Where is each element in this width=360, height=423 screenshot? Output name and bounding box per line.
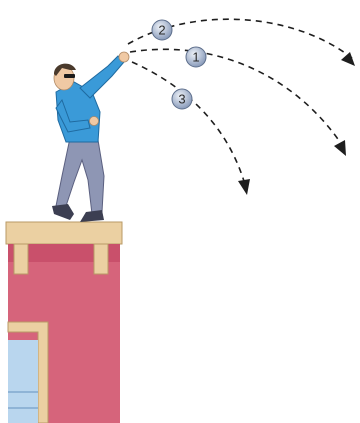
trajectory-1 bbox=[130, 49, 344, 148]
throwing-hand bbox=[119, 52, 129, 62]
building-bracket-right bbox=[94, 244, 108, 274]
ball-3-label: 3 bbox=[178, 92, 185, 107]
ball-2-label: 2 bbox=[158, 23, 165, 38]
lower-hand bbox=[90, 117, 99, 126]
trousers bbox=[56, 138, 104, 214]
shoe-left bbox=[52, 204, 74, 220]
shoe-right bbox=[80, 210, 104, 222]
ball-1-label: 1 bbox=[192, 50, 199, 65]
sunglasses bbox=[64, 74, 75, 78]
building-bracket-left bbox=[14, 244, 28, 274]
arrowhead-3 bbox=[238, 179, 250, 195]
arrowhead-1 bbox=[334, 140, 346, 156]
throwing-arm bbox=[80, 56, 124, 98]
arrowhead-2 bbox=[341, 52, 355, 66]
trajectories bbox=[128, 19, 352, 188]
trajectory-3 bbox=[132, 62, 246, 188]
building-roof-ledge bbox=[6, 222, 122, 244]
ball-1: 1 bbox=[186, 47, 206, 67]
building bbox=[6, 222, 122, 423]
person-throwing bbox=[52, 52, 129, 222]
ball-3: 3 bbox=[172, 89, 192, 109]
ball-2: 2 bbox=[152, 20, 172, 40]
arrowheads bbox=[238, 52, 355, 195]
window-pane bbox=[8, 340, 38, 423]
